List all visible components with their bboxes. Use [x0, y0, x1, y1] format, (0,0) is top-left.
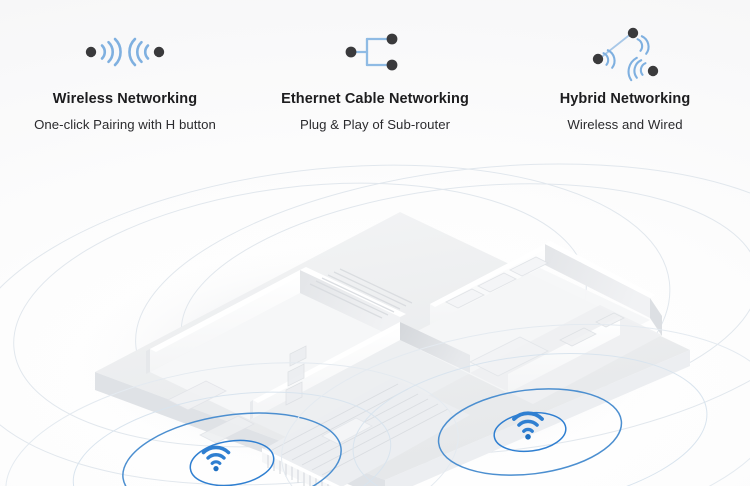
- feature-subtitle: Wireless and Wired: [567, 116, 683, 132]
- feature-hybrid-networking: Hybrid Networking Wireless and Wired: [500, 0, 750, 160]
- feature-row: Wireless Networking One-click Pairing wi…: [0, 0, 750, 160]
- wireless-pairing-icon: [82, 26, 168, 78]
- feature-subtitle: Plug & Play of Sub-router: [299, 116, 451, 132]
- isometric-apartment-floorplan: [0, 150, 750, 486]
- feature-title: Ethernet Cable Networking: [281, 91, 469, 107]
- hybrid-mesh-icon: [585, 26, 665, 82]
- feature-wireless-networking: Wireless Networking One-click Pairing wi…: [0, 0, 250, 160]
- feature-ethernet-cable-networking: Ethernet Cable Networking Plug & Play of…: [250, 0, 500, 160]
- ethernet-branch-icon: [342, 26, 408, 78]
- feature-title: Hybrid Networking: [559, 91, 691, 107]
- feature-title: Wireless Networking: [52, 91, 198, 107]
- feature-subtitle: One-click Pairing with H button: [34, 116, 216, 132]
